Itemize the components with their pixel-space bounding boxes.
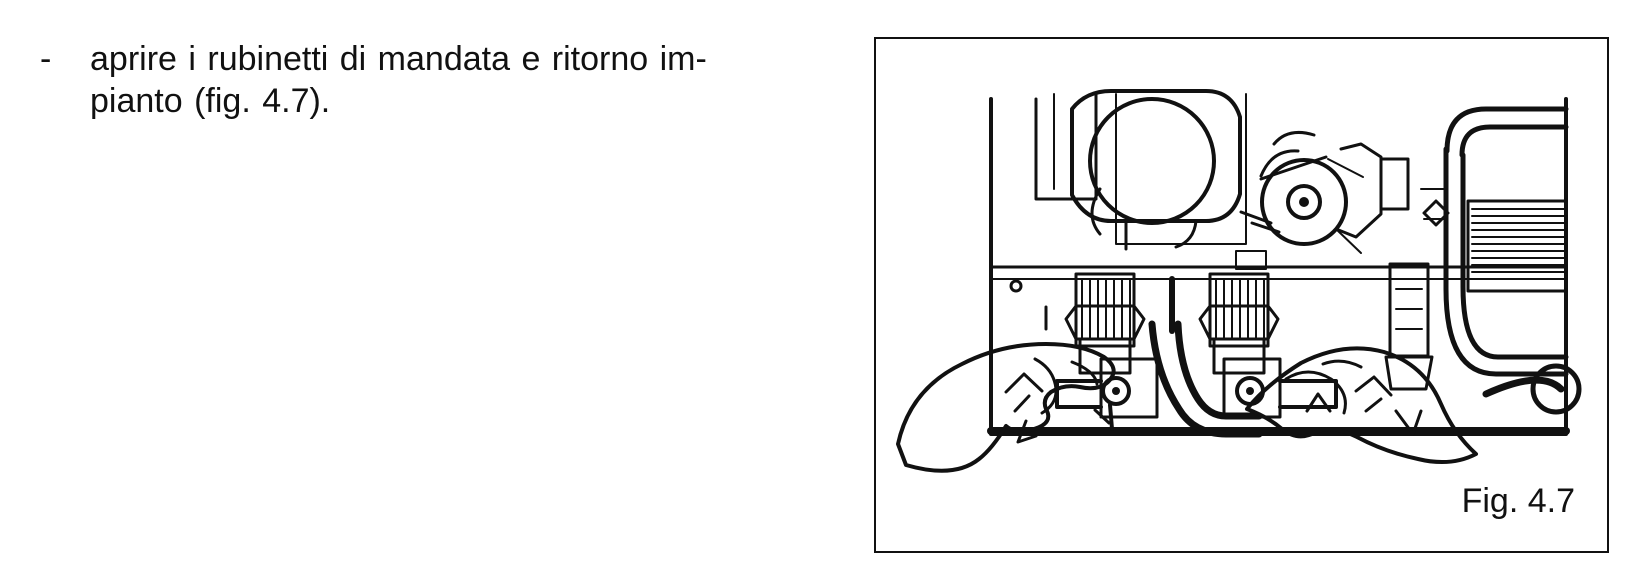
instruction-line-1: aprire i rubinetti di mandata e ritorno … xyxy=(90,40,707,78)
list-bullet: - xyxy=(40,40,52,78)
figure-4-7: Fig. 4.7 xyxy=(874,37,1609,553)
boiler-valve-illustration xyxy=(896,89,1582,473)
instruction-text: aprire i rubinetti di mandata e ritorno … xyxy=(90,38,810,122)
figure-caption: Fig. 4.7 xyxy=(1461,482,1575,520)
instruction-item: - aprire i rubinetti di mandata e ritorn… xyxy=(40,38,820,122)
instruction-line-2: pianto (fig. 4.7). xyxy=(90,82,331,120)
